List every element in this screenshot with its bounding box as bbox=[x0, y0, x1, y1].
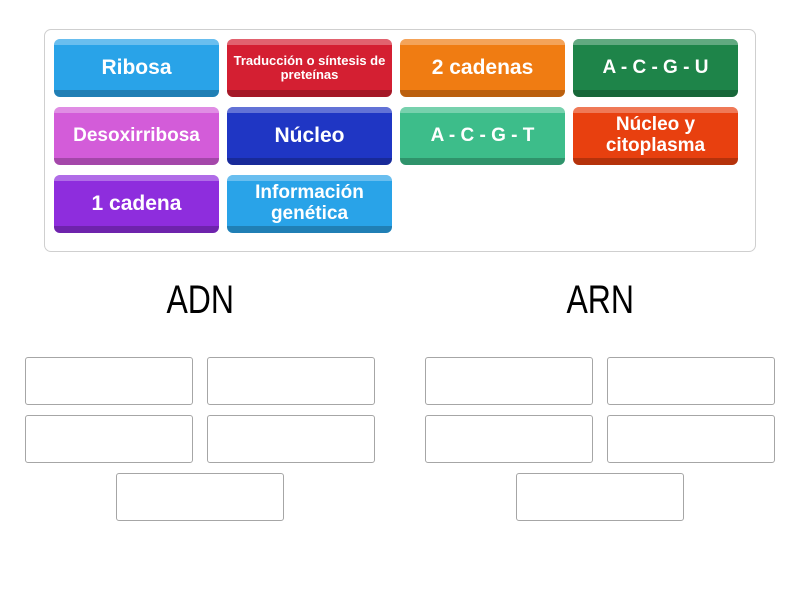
answer-tile[interactable]: Desoxirribosa bbox=[54, 107, 219, 165]
drop-zone[interactable] bbox=[425, 357, 593, 405]
category-title: ARN bbox=[566, 278, 634, 322]
tile-tray: Ribosa Traducción o síntesis de preteínas… bbox=[44, 29, 756, 252]
drop-zone[interactable] bbox=[25, 415, 193, 463]
drop-zone-grid bbox=[18, 357, 382, 521]
answer-tile[interactable]: 1 cadena bbox=[54, 175, 219, 233]
answer-tile-label: Traducción o síntesis de preteínas bbox=[233, 52, 386, 82]
category-column: ARN bbox=[400, 278, 800, 521]
tile-row: Ribosa Traducción o síntesis de preteínas… bbox=[54, 39, 755, 107]
answer-tile-label: A - C - G - T bbox=[430, 124, 535, 146]
answer-tile[interactable]: Ribosa bbox=[54, 39, 219, 97]
drop-zone-grid bbox=[418, 357, 782, 521]
drop-zone[interactable] bbox=[516, 473, 684, 521]
answer-tile-label: Desoxirribosa bbox=[73, 124, 200, 146]
answer-tile-label: 1 cadena bbox=[91, 191, 182, 215]
answer-tile[interactable]: 2 cadenas bbox=[400, 39, 565, 97]
category-column: ADN bbox=[0, 278, 400, 521]
tile-row: Desoxirribosa Núcleo A - C - G - T Núcleo y… bbox=[54, 107, 755, 175]
category-columns: ADN ARN bbox=[0, 278, 800, 521]
drop-zone[interactable] bbox=[116, 473, 284, 521]
answer-tile[interactable]: A - C - G - T bbox=[400, 107, 565, 165]
drop-zone[interactable] bbox=[207, 415, 375, 463]
drop-zone[interactable] bbox=[207, 357, 375, 405]
tile-row: 1 cadena Información genética bbox=[54, 175, 755, 243]
drop-zone[interactable] bbox=[607, 415, 775, 463]
answer-tile[interactable]: Núcleo bbox=[227, 107, 392, 165]
answer-tile[interactable]: Núcleo y citoplasma bbox=[573, 107, 738, 165]
answer-tile-label: A - C - G - U bbox=[602, 56, 709, 78]
answer-tile-label: Información genética bbox=[255, 182, 364, 224]
answer-tile-label: 2 cadenas bbox=[431, 55, 534, 79]
answer-tile[interactable]: A - C - G - U bbox=[573, 39, 738, 97]
drop-zone[interactable] bbox=[425, 415, 593, 463]
answer-tile-label: Núcleo y citoplasma bbox=[605, 114, 706, 156]
drop-zone[interactable] bbox=[607, 357, 775, 405]
answer-tile-label: Ribosa bbox=[101, 55, 172, 79]
answer-tile[interactable]: Información genética bbox=[227, 175, 392, 233]
answer-tile-label: Núcleo bbox=[274, 123, 345, 147]
category-title: ADN bbox=[166, 278, 234, 322]
drop-zone[interactable] bbox=[25, 357, 193, 405]
answer-tile[interactable]: Traducción o síntesis de preteínas bbox=[227, 39, 392, 97]
